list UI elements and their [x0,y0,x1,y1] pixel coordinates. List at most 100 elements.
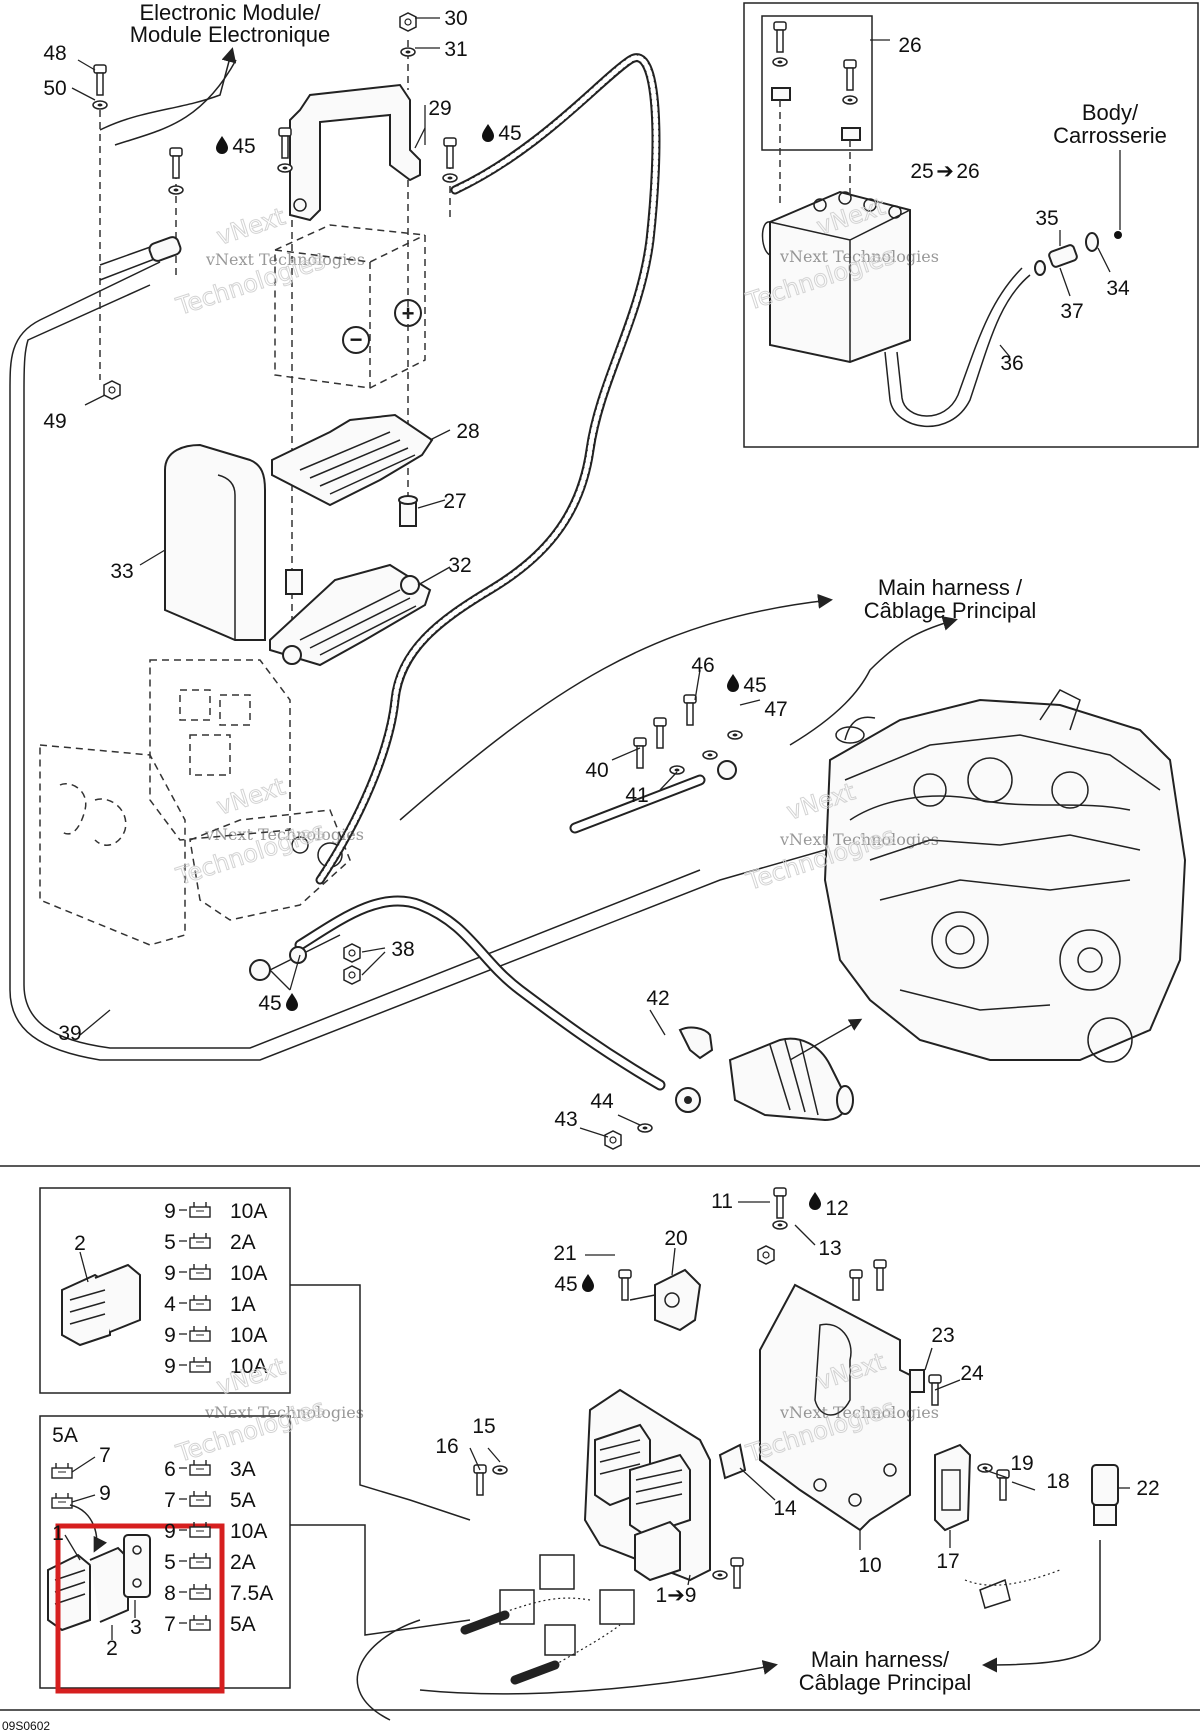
svg-text:vNext Technologies: vNext Technologies [779,830,939,849]
callout-20: 20 [664,1227,687,1250]
highlight-box [55,1523,225,1694]
callout-41: 41 [625,784,648,807]
inset-battery [761,190,911,364]
fuse-icon [189,1201,211,1218]
callout-22: 22 [1136,1477,1159,1500]
fuse-number: 9 [164,1324,176,1347]
fuse-rating: 10A [230,1355,267,1378]
drawing-code: 09S0602 [2,1719,50,1733]
callout-39: 39 [58,1022,81,1045]
starter-cable [294,895,666,1091]
callout-23: 23 [931,1324,954,1347]
callout-1: 1 [52,1522,64,1545]
callout-40: 40 [585,759,608,782]
svg-text:vNext: vNext [213,772,288,820]
callout-14: 14 [773,1497,797,1520]
drop-icon [727,674,739,692]
callout-45e: 45 [554,1273,577,1296]
fuse-icon [189,1552,211,1569]
cablage-principal-bottom-label: Câblage Principal [799,1670,971,1695]
callout-37: 37 [1060,300,1083,323]
svg-text:vNext: vNext [213,202,288,250]
inset-subframe-26 [761,15,873,151]
fuse-rating: 7.5A [230,1582,273,1605]
fuse-icon [189,1325,211,1342]
spacer-left [285,569,303,595]
callout-7-left: 7 [99,1444,111,1467]
drop-icon [809,1192,821,1210]
arrow-icon: ➔ [936,160,954,183]
fuse-icon [189,1232,211,1249]
support-plate-outline [39,744,186,946]
callout-2-lower: 2 [106,1637,118,1660]
fuse-icon [189,1614,211,1631]
fuse-box-cover [123,1534,151,1598]
fuse-number: 5 [164,1551,176,1574]
main-harness-bottom-label: Main harness/ [811,1647,950,1672]
fuse-box-upper-frame [39,1187,291,1394]
callout-3: 3 [130,1616,142,1639]
body-label: Body/ [1082,100,1139,125]
callout-27: 27 [443,490,466,513]
callout-16: 16 [435,1435,458,1458]
harness-connectors-bottom [460,1554,635,1685]
callout-17: 17 [936,1550,959,1573]
callout-19: 19 [1010,1452,1033,1475]
fuse-number: 9 [164,1200,176,1223]
callout-10: 10 [858,1554,881,1577]
spacer-27 [398,495,418,527]
callout-43: 43 [554,1108,577,1131]
callout-35: 35 [1035,207,1058,230]
callout-33: 33 [110,560,133,583]
callout-13: 13 [818,1237,841,1260]
fuse-box-lower-frame [39,1415,291,1689]
fuse-number: 9 [164,1262,176,1285]
engine-assembly [823,689,1187,1063]
drop-icon [582,1274,594,1292]
fuse-rating: 1A [230,1293,256,1316]
callout-29: 29 [428,97,451,120]
svg-text:vNext Technologies: vNext Technologies [204,1403,364,1422]
fuse-icon [189,1294,211,1311]
callout-26: 26 [898,34,921,57]
callout-45b: 45 [498,122,521,145]
electronic-module-label: Electronic Module/ [140,0,322,25]
callout-24: 24 [960,1362,984,1385]
fuse-icon [189,1356,211,1373]
starter-motor [728,1037,854,1122]
callout-48: 48 [43,42,66,65]
drop-icon [482,124,494,142]
svg-text:−: − [350,327,363,352]
callout-9-left: 9 [99,1482,111,1505]
drop-icon [216,136,228,154]
fuse-rating: 10A [230,1200,267,1223]
svg-text:vNext Technologies: vNext Technologies [204,825,364,844]
callout-26b: 26 [956,160,979,183]
callout-30: 30 [444,7,467,30]
ecm-mounting-plate [759,1283,911,1532]
fuse-rating: 10A [230,1520,267,1543]
module-electronique-label: Module Electronique [130,22,331,47]
clip-23 [909,1369,925,1393]
svg-text:vNext Technologies: vNext Technologies [779,247,939,266]
ground-loop-cable [9,261,861,1061]
fuse-rating: 5A [230,1489,256,1512]
callout-31: 31 [444,38,467,61]
callout-2-upper: 2 [74,1232,86,1255]
carrosserie-label: Carrosserie [1053,123,1167,148]
sensor-bracket [629,1268,702,1332]
fuse-icon [189,1490,211,1507]
fuse-icon [189,1583,211,1600]
svg-text:vNext Technologies: vNext Technologies [205,250,365,269]
callout-28: 28 [456,420,479,443]
connector-22 [1091,1464,1119,1526]
electronic-module [583,1388,711,1582]
